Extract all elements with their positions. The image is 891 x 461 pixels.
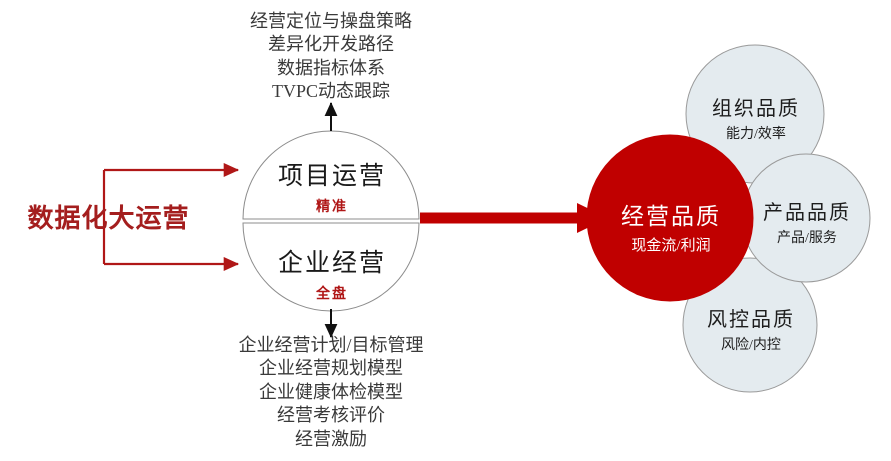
flow-arrow-red [420, 203, 608, 233]
left-label: 数据化大运营 [27, 204, 190, 233]
split-circle [242, 130, 420, 312]
quality-circle-risk [682, 257, 818, 393]
core-circle [586, 134, 754, 302]
quality-circle-product [741, 153, 871, 283]
bracket-connector [102, 162, 240, 272]
top-notes: 经营定位与操盘策略 差异化开发路径 数据指标体系 TVPC动态跟踪 [250, 11, 412, 102]
bottom-notes: 企业经营计划/目标管理 企业经营规划模型 企业健康体检模型 经营考核评价 经营激… [238, 335, 424, 449]
